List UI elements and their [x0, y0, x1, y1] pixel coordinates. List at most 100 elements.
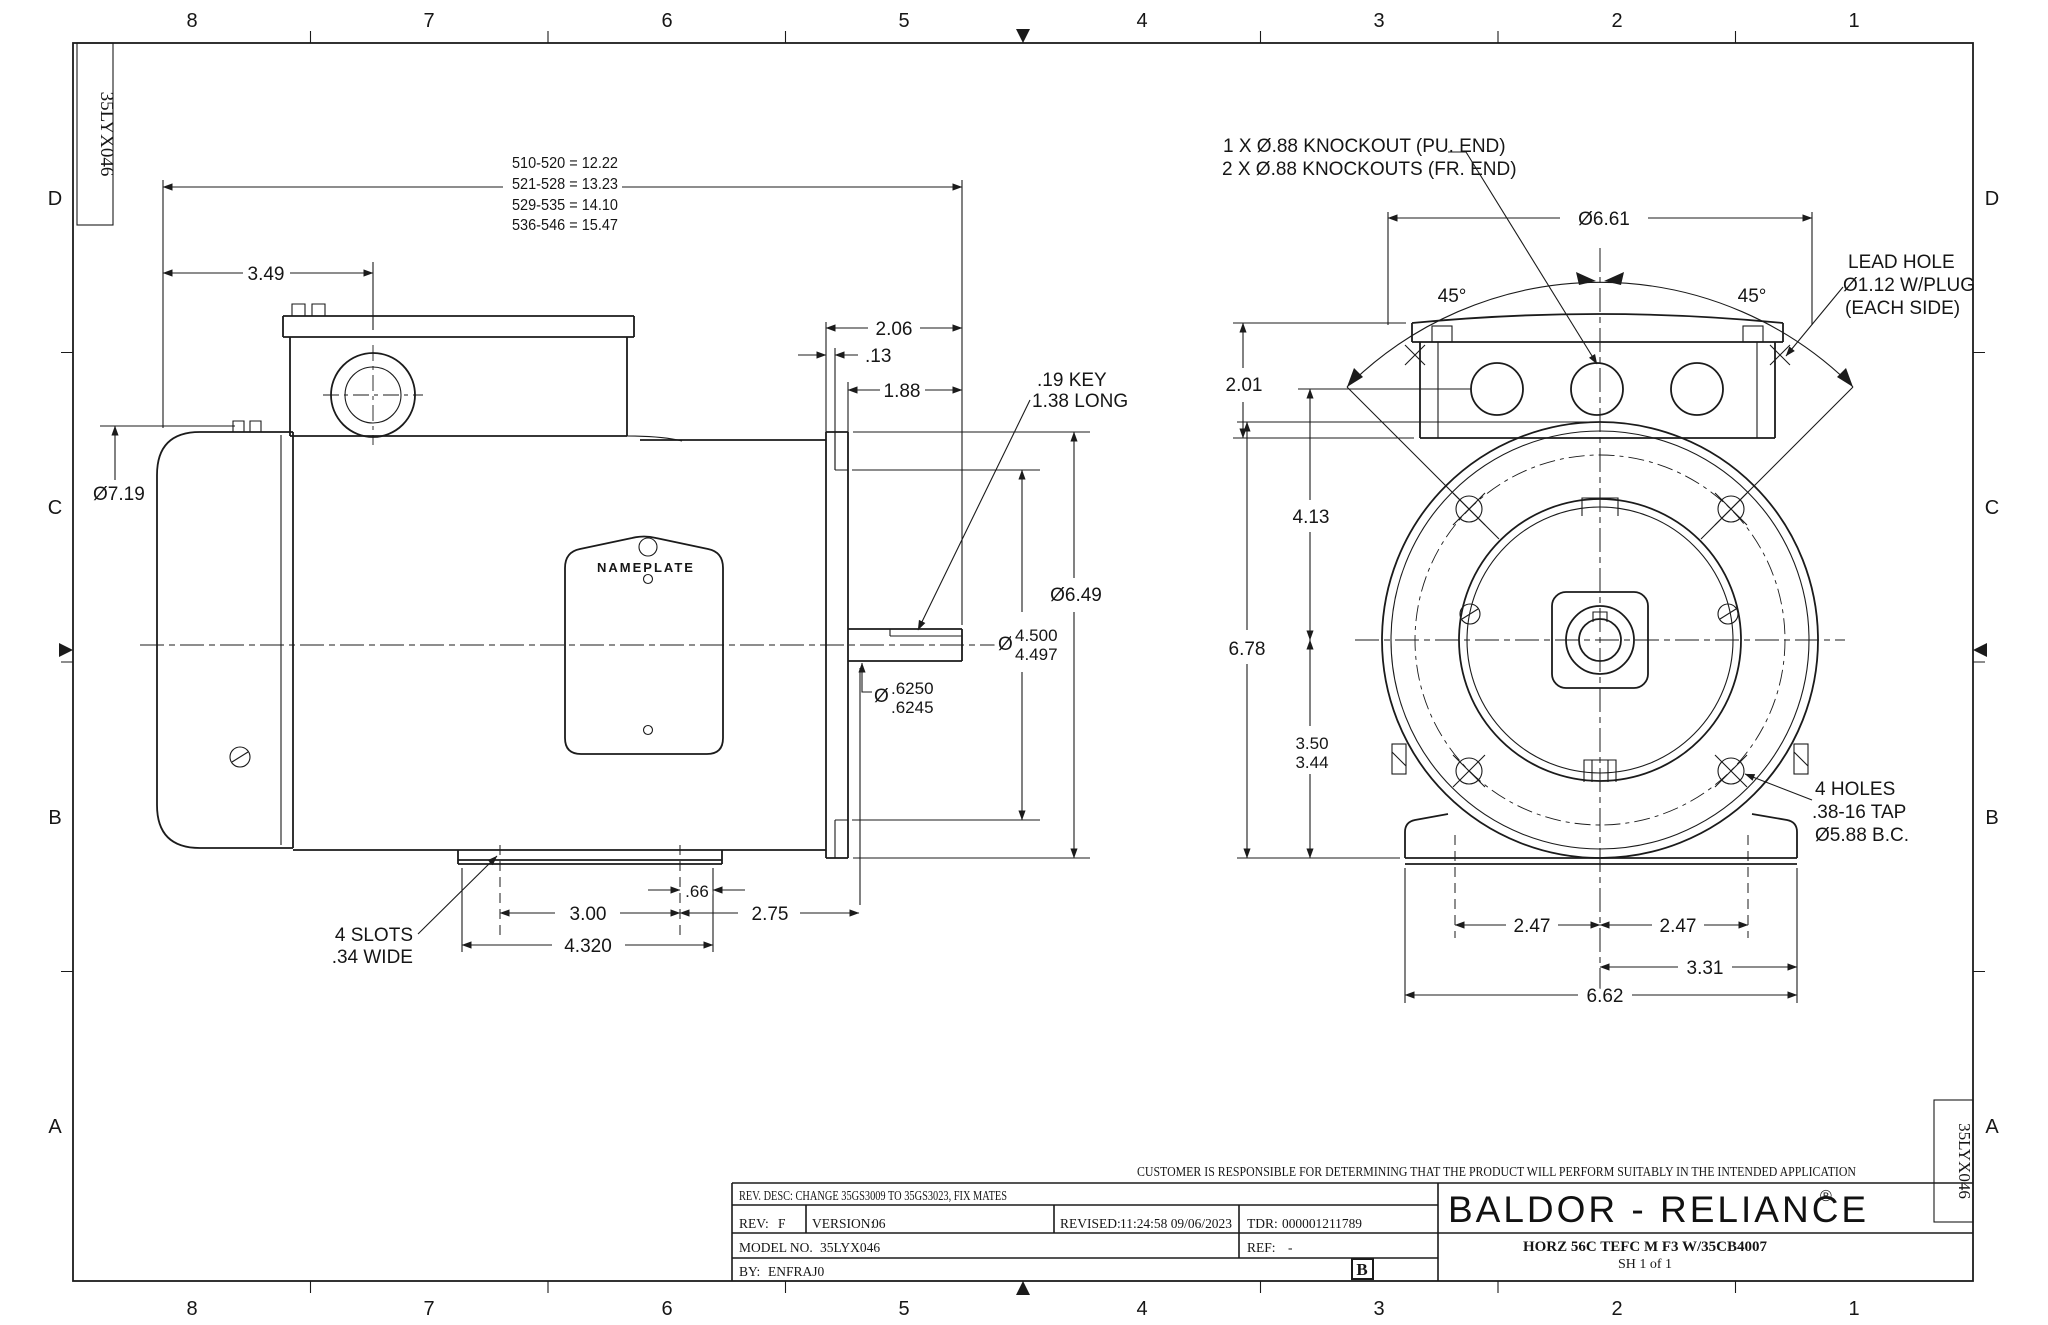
dim-overall-height: 6.78 — [1224, 421, 1592, 859]
side-view-dimensions: 510-520 = 12.22 521-528 = 13.23 529-535 … — [93, 155, 1128, 968]
dim-center-to-leads-text: 4.13 — [1293, 507, 1330, 528]
dim-shaft-len: 1.88 — [884, 381, 921, 402]
dim-box-height: 2.01 — [1221, 322, 1414, 439]
dim-foot-length: 4.320 — [564, 936, 612, 957]
version-value: 06 — [872, 1216, 886, 1231]
note-key-1: .19 KEY — [1037, 370, 1107, 391]
revised-value: 11:24:58 09/06/2023 — [1120, 1216, 1232, 1231]
note-holes-3: Ø5.88 B.C. — [1815, 825, 1909, 846]
size-letter-box — [1351, 1258, 1374, 1280]
sheet-number: SH 1 of 1 — [1618, 1257, 1672, 1272]
zone-label: 6 — [661, 1298, 672, 1320]
dim-shaft-ext: 2.06 — [876, 319, 913, 340]
dim-cl-base-lower: 3.44 — [1295, 753, 1328, 772]
length-table-row: 521-528 = 13.23 — [512, 176, 618, 193]
note-slots-2: .34 WIDE — [332, 947, 413, 968]
note-holes-2: .38-16 TAP — [1812, 802, 1906, 823]
zone-label: 5 — [898, 10, 909, 32]
side-view: NAMEPLATE 510-520 = 12.22 521-528 = 13.2… — [93, 155, 1128, 968]
dim-cl-base-upper: 3.50 — [1295, 734, 1328, 753]
tdr-label: TDR: — [1247, 1216, 1278, 1231]
zone-label: A — [1985, 1116, 1999, 1138]
dim-foot-to-edge: 3.31 — [1687, 958, 1724, 979]
zone-label: 8 — [186, 10, 197, 32]
note-holes-1: 4 HOLES — [1815, 779, 1895, 800]
dim-box-width: Ø6.61 — [1387, 209, 1813, 325]
dim-foot-left: 2.47 — [1514, 916, 1551, 937]
sheet-border: 8 7 6 5 4 3 2 1 8 7 6 5 4 3 2 1 D C B A — [48, 10, 2000, 1320]
lead-hole-marks — [1404, 344, 1791, 366]
ref-value: - — [1288, 1240, 1293, 1255]
dim-rabbet-lower: 4.497 — [1015, 645, 1058, 664]
zone-label: 7 — [423, 1298, 434, 1320]
zone-label: 2 — [1611, 10, 1622, 32]
zone-label: B — [48, 807, 61, 829]
drawing-description: HORZ 56C TEFC M F3 W/35CB4007 — [1523, 1239, 1768, 1255]
margin-label-bottom-right: 35LYX046 — [1933, 1099, 1974, 1223]
zone-labels-right: D C B A — [1985, 188, 2000, 1138]
version-label: VERSION: — [812, 1216, 874, 1231]
zone-label: 7 — [423, 10, 434, 32]
rev-desc: REV. DESC: CHANGE 35GS3009 TO 35GS3023, … — [739, 1189, 1007, 1204]
model-value: 35LYX046 — [820, 1240, 880, 1255]
revised-label: REVISED: — [1060, 1216, 1121, 1231]
nameplate-text: NAMEPLATE — [597, 560, 695, 575]
length-table-row: 536-546 = 15.47 — [512, 217, 618, 234]
brand-registered-mark: ® — [1820, 1188, 1832, 1205]
front-bottom-dimensions: 2.47 2.47 3.31 6.62 — [1404, 835, 1798, 1012]
length-table-row: 529-535 = 14.10 — [512, 197, 618, 214]
brand-logo-text: BALDOR - RELIANCE — [1448, 1189, 1869, 1230]
knockout-note: 1 X Ø.88 KNOCKOUT (PU. END) 2 X Ø.88 KNO… — [1222, 136, 1598, 365]
terminal-box-side — [282, 303, 683, 445]
motor-body-outline — [156, 420, 963, 859]
dim-cl-to-base: 3.50 3.44 — [1291, 639, 1333, 859]
c-face-details — [1459, 497, 1739, 782]
model-label: MODEL NO. — [739, 1240, 813, 1255]
dim-shaft-phi: Ø — [874, 686, 889, 707]
note-knockout-1: 1 X Ø.88 KNOCKOUT (PU. END) — [1223, 136, 1506, 157]
zone-labels-top: 8 7 6 5 4 3 2 1 — [186, 10, 1859, 32]
front-view: 45° 45° 1 X Ø.88 KNOCKOUT (PU. END) 2 X … — [1221, 136, 1975, 1012]
zone-labels-bottom: 8 7 6 5 4 3 2 1 — [186, 1298, 1859, 1320]
zone-label: D — [1985, 188, 1999, 210]
size-letter: B — [1356, 1260, 1367, 1279]
dim-foot-to-face: 2.75 — [752, 904, 789, 925]
motor-feet-front — [1391, 743, 1809, 865]
zone-label: 3 — [1373, 1298, 1384, 1320]
zone-label: 1 — [1848, 1298, 1859, 1320]
dim-foot-span: 3.00 — [570, 904, 607, 925]
sheet-center-marks — [59, 29, 1987, 1295]
angle-dimension: 45° 45° — [1346, 272, 1854, 540]
nameplate: NAMEPLATE — [564, 535, 724, 755]
dim-overall-height-text: 6.78 — [1229, 639, 1266, 660]
zone-label: 4 — [1136, 1298, 1147, 1320]
zone-label: C — [1985, 497, 1999, 519]
note-lead-2: Ø1.12 W/PLUG — [1843, 275, 1975, 296]
zone-label: 4 — [1136, 10, 1147, 32]
note-key-2: 1.38 LONG — [1032, 391, 1128, 412]
dim-flange-step: .13 — [865, 346, 891, 367]
dim-overall-width: 3.49 — [248, 264, 285, 285]
note-slots-1: 4 SLOTS — [335, 925, 413, 946]
disclaimer-text: CUSTOMER IS RESPONSIBLE FOR DETERMINING … — [1137, 1165, 1856, 1180]
motor-foot-side — [457, 668, 861, 952]
zone-label: B — [1985, 807, 1998, 829]
margin-label-text: 35LYX046 — [1955, 1123, 1974, 1199]
margin-label-text: 35LYX046 — [96, 92, 117, 177]
holes-note: 4 HOLES .38-16 TAP Ø5.88 B.C. — [1744, 773, 1909, 846]
dim-angle-right: 45° — [1738, 286, 1767, 307]
dim-box-width-text: Ø6.61 — [1578, 209, 1630, 230]
terminal-box-front — [1404, 313, 1791, 439]
dim-shaft-lower: .6245 — [891, 698, 934, 717]
by-value: ENFRAJ0 — [768, 1264, 825, 1279]
dim-frame-dia: Ø7.19 — [93, 484, 145, 505]
shaft-hub — [1551, 591, 1649, 689]
dim-rabbet-upper: 4.500 — [1015, 626, 1058, 645]
note-lead-3: (EACH SIDE) — [1845, 298, 1960, 319]
margin-label-top-left: 35LYX046 — [76, 42, 117, 226]
note-knockout-2: 2 X Ø.88 KNOCKOUTS (FR. END) — [1222, 159, 1517, 180]
zone-label: D — [48, 188, 62, 210]
dim-shaft-upper: .6250 — [891, 679, 934, 698]
dim-base-width: 6.62 — [1587, 986, 1624, 1007]
